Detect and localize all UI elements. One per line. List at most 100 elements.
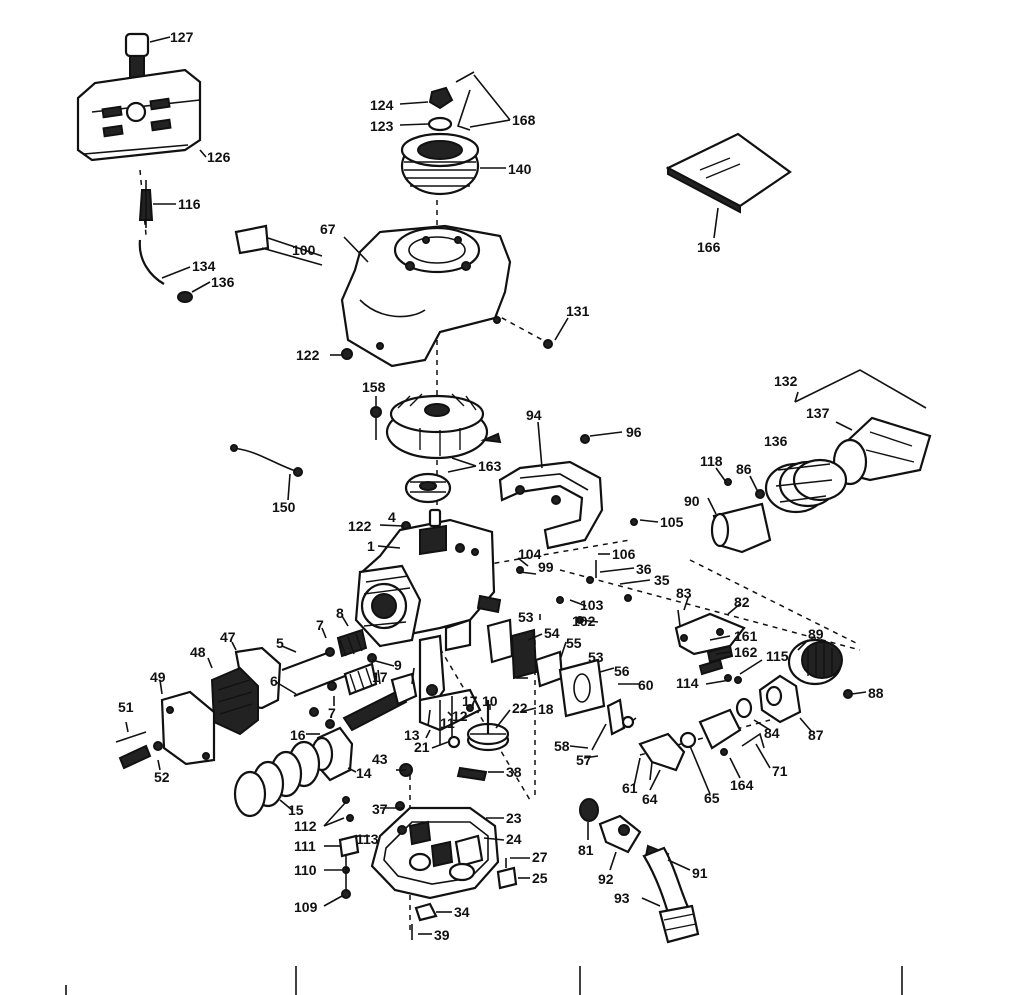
callout-57: 57 xyxy=(576,752,592,768)
callout-88: 88 xyxy=(868,685,884,701)
callout-136-air: 136 xyxy=(764,433,788,449)
callout-8: 8 xyxy=(336,605,344,621)
callout-100: 100 xyxy=(292,242,316,258)
baffle-94 xyxy=(498,460,604,550)
callout-110: 110 xyxy=(294,862,317,878)
callout-55: 55 xyxy=(566,635,582,651)
callout-67: 67 xyxy=(320,221,336,237)
callout-36: 36 xyxy=(636,561,652,577)
callout-25: 25 xyxy=(532,870,548,886)
callout-11: 11 xyxy=(440,715,455,731)
callout-92: 92 xyxy=(598,871,614,887)
callout-52: 52 xyxy=(154,769,170,785)
callout-127: 127 xyxy=(170,29,194,45)
starter-assembly xyxy=(400,71,480,196)
callout-115: 115 xyxy=(766,648,789,664)
callout-58: 58 xyxy=(554,738,570,754)
scan-marks xyxy=(65,966,903,995)
callout-163: 163 xyxy=(478,458,502,474)
callout-56: 56 xyxy=(614,663,630,679)
callout-161: 161 xyxy=(734,628,758,644)
callout-113: 113 xyxy=(356,831,379,847)
callout-51: 51 xyxy=(118,699,134,715)
callout-35: 35 xyxy=(654,572,670,588)
blower-housing-67 xyxy=(340,224,512,368)
callout-91: 91 xyxy=(692,865,708,881)
callout-103: 103 xyxy=(580,597,604,613)
callout-131: 131 xyxy=(566,303,590,319)
callout-84: 84 xyxy=(764,725,780,741)
callout-37: 37 xyxy=(372,801,388,817)
callout-38: 38 xyxy=(506,764,522,780)
callout-123: 123 xyxy=(370,118,394,134)
air-cleaner-132 xyxy=(710,369,932,554)
callout-96: 96 xyxy=(626,424,642,440)
callout-4: 4 xyxy=(388,509,396,525)
callout-53-upper: 53 xyxy=(518,609,534,625)
gasket-100 xyxy=(234,224,323,266)
callout-49: 49 xyxy=(150,669,166,685)
callout-labels: 127 126 116 134 136 100 67 124 123 168 1… xyxy=(118,29,884,943)
callout-43: 43 xyxy=(372,751,388,767)
carburetor-assembly xyxy=(638,609,853,781)
callout-94: 94 xyxy=(526,407,542,423)
callout-47: 47 xyxy=(220,629,236,645)
callout-27: 27 xyxy=(532,849,548,865)
callout-39: 39 xyxy=(434,927,450,943)
callout-82: 82 xyxy=(734,594,750,610)
callout-24: 24 xyxy=(506,831,522,847)
callout-16: 16 xyxy=(290,727,306,743)
callout-9: 9 xyxy=(394,657,402,673)
callout-102: 102 xyxy=(572,613,596,629)
callout-104: 104 xyxy=(518,546,542,562)
flywheel-163 xyxy=(385,393,502,504)
air-filter-166 xyxy=(665,132,792,214)
callout-90: 90 xyxy=(684,493,700,509)
callout-53-lower: 53 xyxy=(588,649,604,665)
muffler-assembly xyxy=(115,646,282,770)
callout-158: 158 xyxy=(362,379,386,395)
leader-lines xyxy=(125,36,867,935)
cylinder-block xyxy=(354,508,502,652)
callout-7-lower: 7 xyxy=(328,705,336,721)
callout-134: 134 xyxy=(192,258,216,274)
callout-105: 105 xyxy=(660,514,684,530)
callout-13: 13 xyxy=(404,727,420,743)
oil-fill-assembly xyxy=(579,798,700,944)
callout-136: 136 xyxy=(211,274,235,290)
callout-10: 10 xyxy=(482,693,498,709)
callout-93: 93 xyxy=(614,890,630,906)
callout-112: 112 xyxy=(294,818,317,834)
callout-23: 23 xyxy=(506,810,522,826)
callout-137: 137 xyxy=(806,405,830,421)
callout-6: 6 xyxy=(270,673,278,689)
valve-train xyxy=(281,628,378,717)
callout-18: 18 xyxy=(538,701,554,717)
callout-168: 168 xyxy=(512,112,536,128)
callout-150: 150 xyxy=(272,499,296,515)
callout-17-left: 17 xyxy=(372,669,388,685)
callout-86: 86 xyxy=(736,461,752,477)
callout-1: 1 xyxy=(367,538,375,554)
callout-81: 81 xyxy=(578,842,594,858)
callout-132: 132 xyxy=(774,373,798,389)
callout-7-upper: 7 xyxy=(316,617,324,633)
callout-124: 124 xyxy=(370,97,394,113)
callout-126: 126 xyxy=(207,149,231,165)
callout-15: 15 xyxy=(288,802,304,818)
callout-87: 87 xyxy=(808,727,824,743)
callout-164: 164 xyxy=(730,777,754,793)
callout-122-lower: 122 xyxy=(348,518,372,534)
callout-162: 162 xyxy=(734,644,758,660)
callout-54: 54 xyxy=(544,625,560,641)
callout-48: 48 xyxy=(190,644,206,660)
callout-22: 22 xyxy=(512,700,528,716)
callout-65: 65 xyxy=(704,790,720,806)
governor-linkage xyxy=(591,698,637,751)
callout-111: 111 xyxy=(294,838,316,854)
crankcase-base xyxy=(370,801,518,940)
callout-118: 118 xyxy=(700,453,723,469)
callout-109: 109 xyxy=(294,899,318,915)
callout-34: 34 xyxy=(454,904,470,920)
